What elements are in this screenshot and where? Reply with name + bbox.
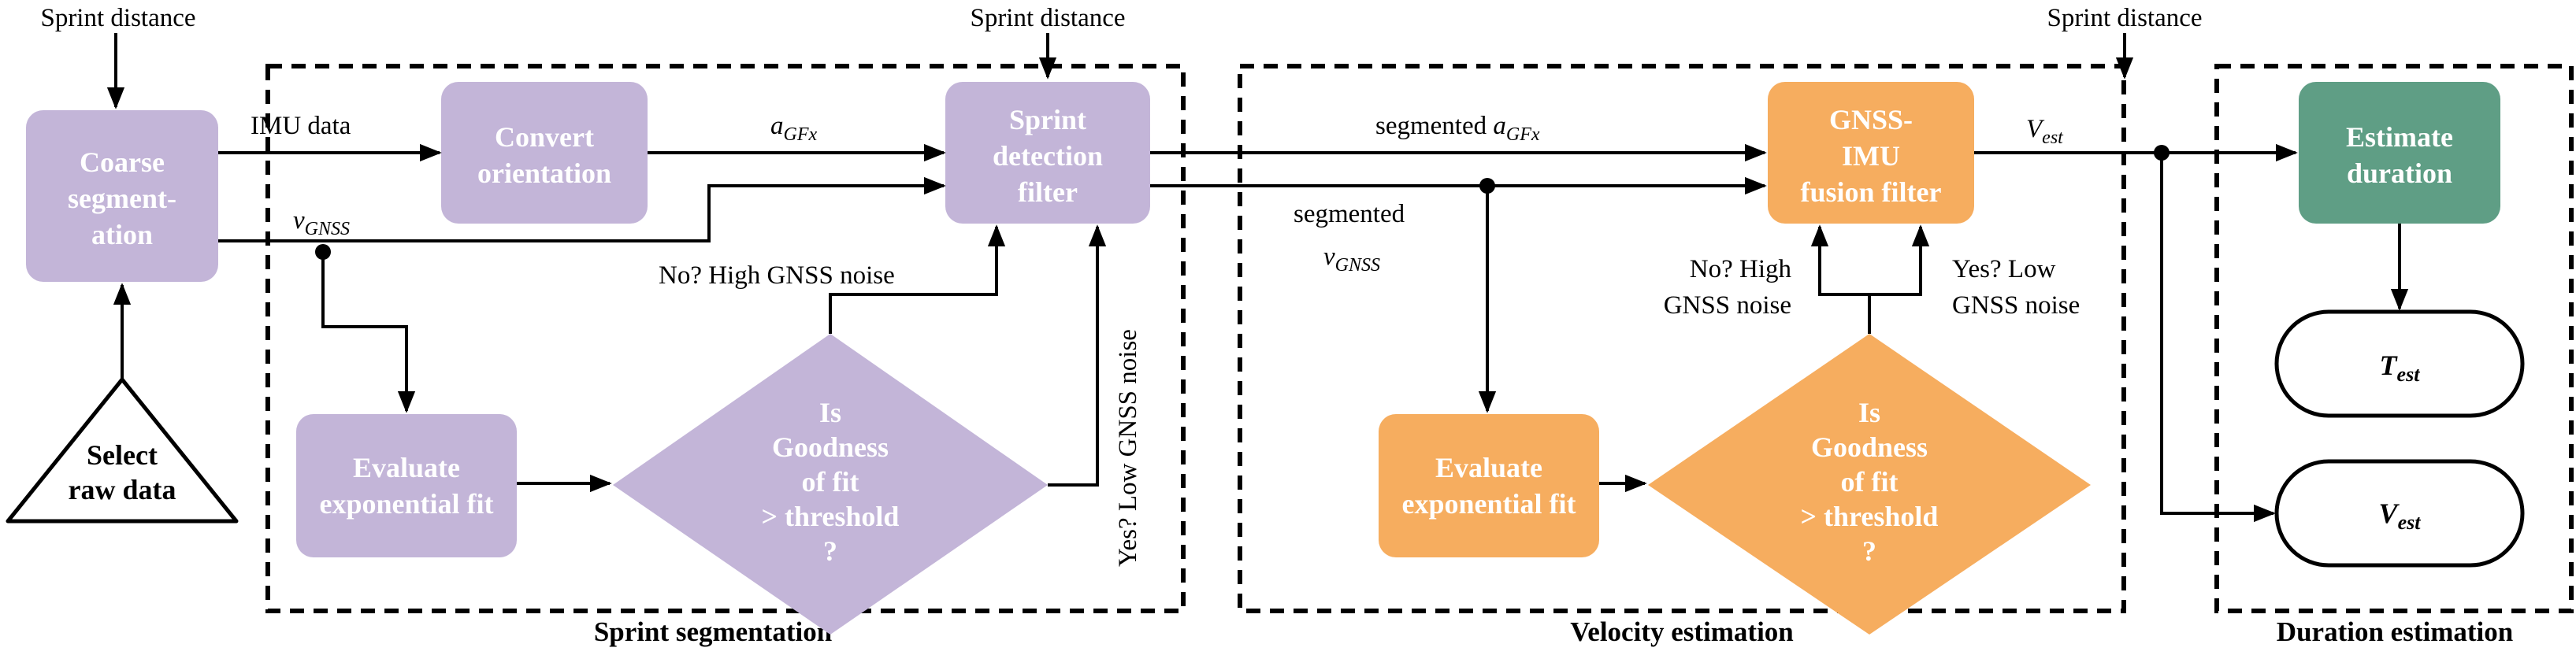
svg-text:Test: Test bbox=[2380, 350, 2421, 386]
edge-v-gnss bbox=[218, 176, 946, 242]
group-title-sprint-segmentation: Sprint segmentation bbox=[594, 616, 832, 647]
edge-label-segmented-a-gfx: segmented aGFx bbox=[1375, 112, 1540, 145]
group-title-velocity-estimation: Velocity estimation bbox=[1570, 616, 1794, 647]
edge-v-gnss-to-evaluate-1 bbox=[321, 252, 416, 413]
edge-label-v-gnss: vGNSS bbox=[293, 206, 350, 239]
node-t-est: Test bbox=[2274, 309, 2525, 418]
edge-decision-2-no bbox=[1810, 224, 1869, 296]
edge-label-segmented-v-gnss-symbol: vGNSS bbox=[1323, 242, 1380, 276]
edge-label-yes-low-1: Yes? Low GNSS noise bbox=[1114, 329, 1142, 567]
edge-v-est-to-v-est-terminal bbox=[2160, 153, 2276, 523]
edge-label-imu-data: IMU data bbox=[251, 112, 351, 140]
group-box-sprint-segmentation bbox=[265, 64, 1186, 613]
edge-label-a-gfx: aGFx bbox=[770, 112, 817, 145]
edge-label-segmented-v-gnss: segmented bbox=[1294, 200, 1405, 228]
edge-decision-1-yes bbox=[1048, 224, 1107, 487]
edge-decision-1-no bbox=[829, 224, 1006, 334]
sprint-distance-label-right: Sprint distance bbox=[2047, 4, 2202, 32]
sprint-distance-label-left: Sprint distance bbox=[40, 4, 195, 32]
edge-label-v-est: Vest bbox=[2026, 115, 2064, 148]
edge-decision-2-yes bbox=[1869, 224, 1930, 296]
group-box-velocity-estimation bbox=[1238, 64, 2126, 613]
node-v-est: Vest bbox=[2274, 459, 2525, 568]
svg-text:Vest: Vest bbox=[2379, 498, 2422, 534]
edge-label-no-high-1: No? High GNSS noise bbox=[659, 261, 895, 290]
sprint-distance-label-mid: Sprint distance bbox=[970, 4, 1125, 32]
group-box-duration-estimation bbox=[2214, 64, 2574, 613]
group-title-duration-estimation: Duration estimation bbox=[2277, 616, 2513, 647]
